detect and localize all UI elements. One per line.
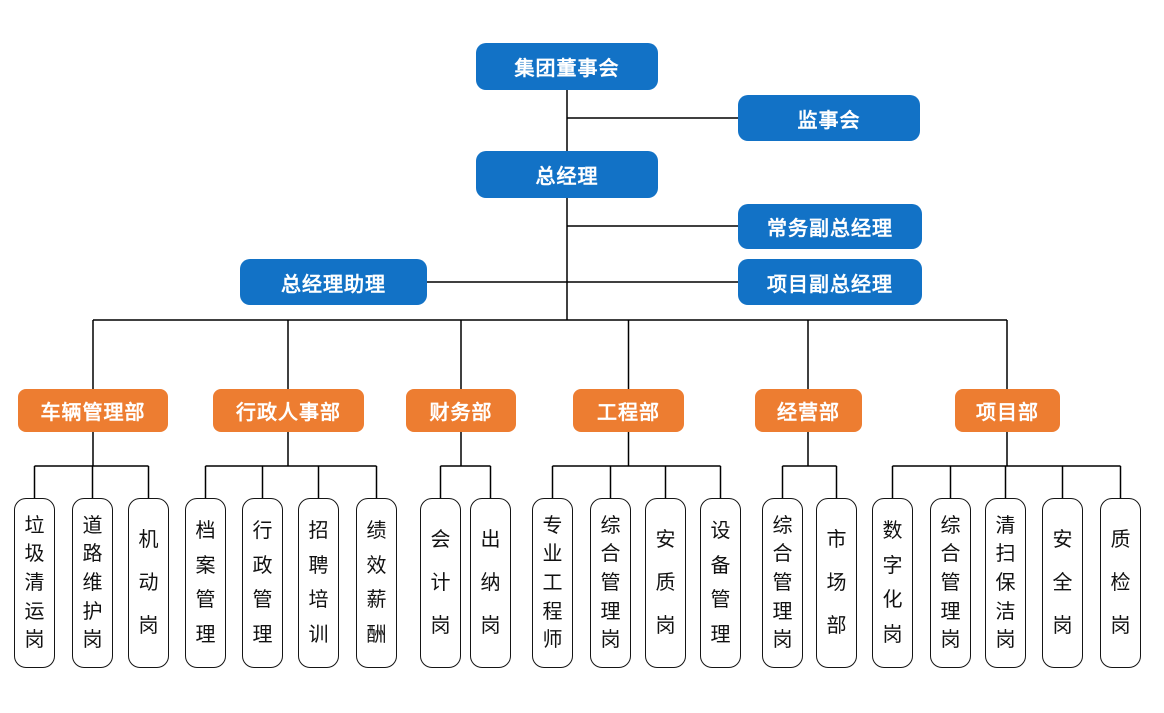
dept-finance: 财务部 bbox=[406, 389, 516, 432]
node-project-deputy-gm: 项目副总经理 bbox=[738, 259, 922, 305]
node-general-manager: 总经理 bbox=[476, 151, 658, 198]
post-label: 质检岗 bbox=[1110, 529, 1131, 637]
post-node: 安全岗 bbox=[1042, 498, 1083, 668]
node-label: 集团董事会 bbox=[514, 58, 620, 80]
post-node: 数字化岗 bbox=[872, 498, 913, 668]
dept-operations: 经营部 bbox=[755, 389, 862, 432]
dept-label: 项目部 bbox=[976, 402, 1039, 424]
node-gm-assistant: 总经理助理 bbox=[240, 259, 427, 305]
post-node: 设备管理 bbox=[700, 498, 741, 668]
post-label: 专业工程师 bbox=[542, 514, 563, 652]
post-label: 档案管理 bbox=[195, 520, 216, 646]
post-node: 行政管理 bbox=[242, 498, 283, 668]
post-label: 垃圾清运岗 bbox=[24, 514, 45, 652]
dept-vehicle-management: 车辆管理部 bbox=[18, 389, 168, 432]
post-label: 清扫保洁岗 bbox=[995, 514, 1016, 652]
post-label: 机动岗 bbox=[138, 529, 159, 637]
post-node: 安质岗 bbox=[645, 498, 686, 668]
post-node: 综合管理岗 bbox=[762, 498, 803, 668]
post-node: 综合管理岗 bbox=[590, 498, 631, 668]
dept-label: 车辆管理部 bbox=[40, 402, 146, 424]
post-label: 出纳岗 bbox=[480, 529, 501, 637]
dept-label: 工程部 bbox=[597, 402, 660, 424]
dept-label: 经营部 bbox=[777, 402, 840, 424]
post-label: 安质岗 bbox=[655, 529, 676, 637]
node-label: 总经理 bbox=[535, 166, 599, 188]
post-node: 档案管理 bbox=[185, 498, 226, 668]
post-label: 行政管理 bbox=[252, 520, 273, 646]
post-label: 数字化岗 bbox=[882, 520, 903, 646]
post-label: 安全岗 bbox=[1052, 529, 1073, 637]
post-label: 综合管理岗 bbox=[600, 514, 621, 652]
post-node: 绩效薪酬 bbox=[356, 498, 397, 668]
post-node: 招聘培训 bbox=[298, 498, 339, 668]
post-label: 绩效薪酬 bbox=[366, 520, 387, 646]
node-label: 总经理助理 bbox=[281, 273, 386, 296]
post-node: 市场部 bbox=[816, 498, 857, 668]
post-label: 招聘培训 bbox=[308, 520, 329, 646]
dept-engineering: 工程部 bbox=[573, 389, 684, 432]
dept-project: 项目部 bbox=[955, 389, 1060, 432]
post-node: 质检岗 bbox=[1100, 498, 1141, 668]
node-supervisory-board: 监事会 bbox=[738, 95, 920, 141]
node-label: 监事会 bbox=[797, 109, 861, 132]
node-label: 常务副总经理 bbox=[767, 218, 893, 240]
node-label: 项目副总经理 bbox=[767, 273, 893, 296]
post-label: 设备管理 bbox=[710, 520, 731, 646]
dept-admin-hr: 行政人事部 bbox=[213, 389, 364, 432]
post-node: 机动岗 bbox=[128, 498, 169, 668]
post-node: 清扫保洁岗 bbox=[985, 498, 1026, 668]
node-executive-deputy-gm: 常务副总经理 bbox=[738, 204, 922, 249]
post-label: 道路维护岗 bbox=[82, 514, 103, 652]
post-label: 综合管理岗 bbox=[940, 514, 961, 652]
post-node: 会计岗 bbox=[420, 498, 461, 668]
post-node: 道路维护岗 bbox=[72, 498, 113, 668]
post-node: 综合管理岗 bbox=[930, 498, 971, 668]
dept-label: 行政人事部 bbox=[236, 402, 341, 424]
dept-label: 财务部 bbox=[429, 402, 493, 424]
post-node: 垃圾清运岗 bbox=[14, 498, 55, 668]
post-label: 会计岗 bbox=[430, 529, 451, 637]
post-node: 专业工程师 bbox=[532, 498, 573, 668]
post-node: 出纳岗 bbox=[470, 498, 511, 668]
node-board-of-directors: 集团董事会 bbox=[476, 43, 658, 90]
post-label: 市场部 bbox=[826, 529, 847, 637]
post-label: 综合管理岗 bbox=[772, 514, 793, 652]
